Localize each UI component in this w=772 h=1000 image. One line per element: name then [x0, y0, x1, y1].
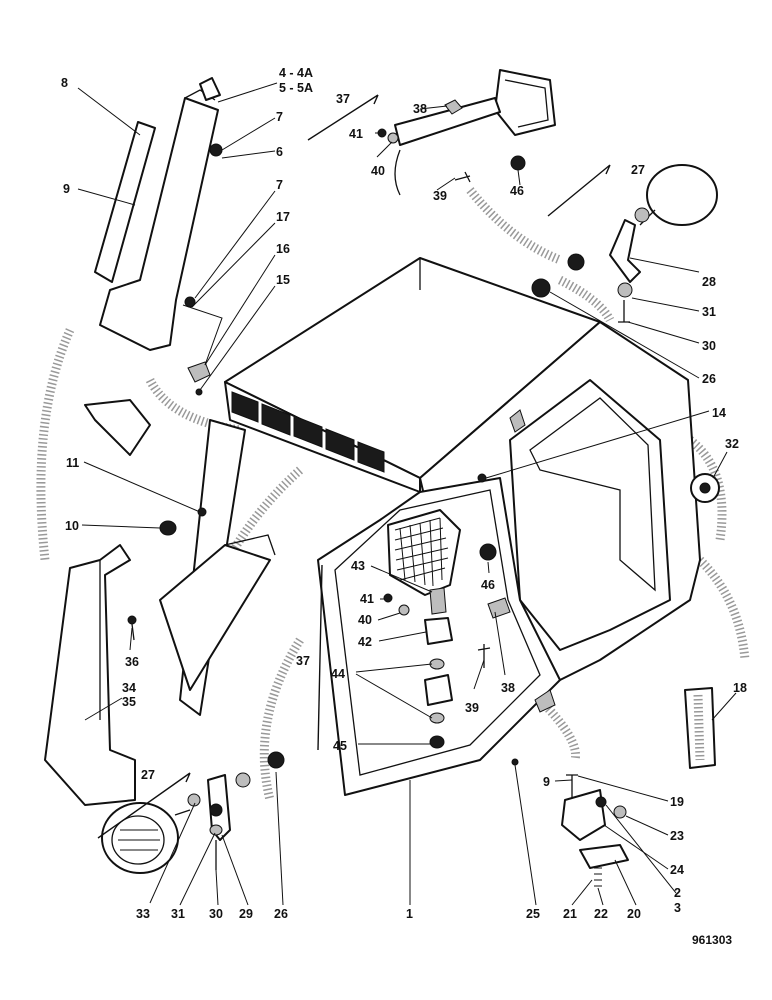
callout-38-top: 38	[413, 102, 427, 116]
callout-27-bottom: 27	[141, 768, 155, 782]
callout-4-4a: 4 - 4A	[279, 66, 313, 80]
callout-46-mid: 46	[481, 578, 495, 592]
callout-36: 36	[125, 655, 139, 669]
callout-43: 43	[351, 559, 365, 573]
callout-10: 10	[65, 519, 79, 533]
callout-34: 34	[122, 681, 136, 695]
bracket-2	[561, 789, 606, 841]
callout-31-bottom: 31	[171, 907, 185, 921]
callout-26-bottom: 26	[274, 907, 288, 921]
callout-27-top: 27	[631, 163, 645, 177]
callout-44: 44	[331, 667, 345, 681]
callout-7-a: 7	[276, 110, 283, 124]
clamp-42	[424, 617, 453, 645]
callout-25: 25	[526, 907, 540, 921]
bottom-left-lamp	[101, 751, 285, 874]
callout-30-bottom: 30	[209, 907, 223, 921]
grommet-10	[159, 520, 177, 536]
swivel-43	[429, 587, 447, 615]
callout-32: 32	[725, 437, 739, 451]
plate-20	[579, 844, 629, 869]
callout-22: 22	[594, 907, 608, 921]
callout-6: 6	[276, 145, 283, 159]
vent-grille	[231, 391, 385, 473]
callout-23: 23	[670, 829, 684, 843]
callout-19: 19	[670, 795, 684, 809]
bracket-5	[199, 77, 221, 101]
callout-9-right: 9	[543, 775, 550, 789]
callout-39-top: 39	[433, 189, 447, 203]
callout-45: 45	[333, 739, 347, 753]
callout-40-mid: 40	[358, 613, 372, 627]
callout-3: 3	[674, 901, 681, 915]
mount-28	[609, 219, 641, 283]
spring-21	[594, 867, 602, 887]
base-44	[424, 674, 453, 706]
grommet-46	[510, 155, 526, 171]
callout-37-top: 37	[336, 92, 350, 106]
door-opening	[334, 489, 541, 776]
lamp-lens-grid	[394, 517, 449, 587]
clip-16	[187, 361, 211, 383]
bulb-38	[444, 99, 463, 115]
cab-assembly	[159, 257, 701, 796]
front-lower-frame	[159, 544, 271, 691]
washer-7	[209, 143, 223, 157]
bottom-right-bracket	[561, 774, 629, 887]
callout-31-right: 31	[702, 305, 716, 319]
callout-18: 18	[733, 681, 747, 695]
callout-41-mid: 41	[360, 592, 374, 606]
callout-8: 8	[61, 76, 68, 90]
callout-2: 2	[674, 886, 681, 900]
lamp-27-bottom	[101, 802, 179, 874]
callout-24: 24	[670, 863, 684, 877]
callout-33: 33	[136, 907, 150, 921]
callout-41-top: 41	[349, 127, 363, 141]
callout-7-b: 7	[276, 178, 283, 192]
top-right-lamp	[531, 164, 718, 323]
callout-42: 42	[358, 635, 372, 649]
trim-34	[44, 544, 136, 806]
callout-39-mid: 39	[465, 701, 479, 715]
callout-14: 14	[712, 406, 726, 420]
rear-window-frame	[509, 379, 671, 651]
callout-9-left: 9	[63, 182, 70, 196]
lamp-27-top	[646, 164, 718, 226]
callout-20: 20	[627, 907, 641, 921]
top-left-pillar-assembly	[84, 77, 223, 456]
grommet-46-mid	[479, 543, 497, 561]
leader-lines	[77, 82, 737, 906]
callout-38-mid: 38	[501, 681, 515, 695]
pillar-4	[99, 97, 219, 351]
callout-21: 21	[563, 907, 577, 921]
callout-17: 17	[276, 210, 290, 224]
nut-45	[429, 735, 445, 749]
callout-30-right: 30	[702, 339, 716, 353]
callout-40-top: 40	[371, 164, 385, 178]
drawing-number: 961303	[692, 933, 732, 947]
callout-5-5a: 5 - 5A	[279, 81, 313, 95]
callout-35: 35	[122, 695, 136, 709]
callout-labels: 4 - 4A 5 - 5A 8 37 38 41 40 39 46 27 7 6…	[61, 66, 747, 947]
floor-bracket	[84, 399, 151, 456]
callout-1: 1	[406, 907, 413, 921]
top-work-lamp	[377, 69, 556, 196]
callout-26-right: 26	[702, 372, 716, 386]
cab-work-lamp	[383, 509, 511, 749]
lower-left-trim	[44, 544, 137, 806]
misc-fasteners	[159, 409, 556, 766]
callout-16: 16	[276, 242, 290, 256]
callout-46-top: 46	[510, 184, 524, 198]
callout-28: 28	[702, 275, 716, 289]
callout-29: 29	[239, 907, 253, 921]
callout-11: 11	[66, 456, 79, 470]
handle-18	[684, 687, 716, 769]
callout-37-mid: 37	[296, 654, 310, 668]
socket-32	[690, 473, 720, 503]
callout-15: 15	[276, 273, 290, 287]
